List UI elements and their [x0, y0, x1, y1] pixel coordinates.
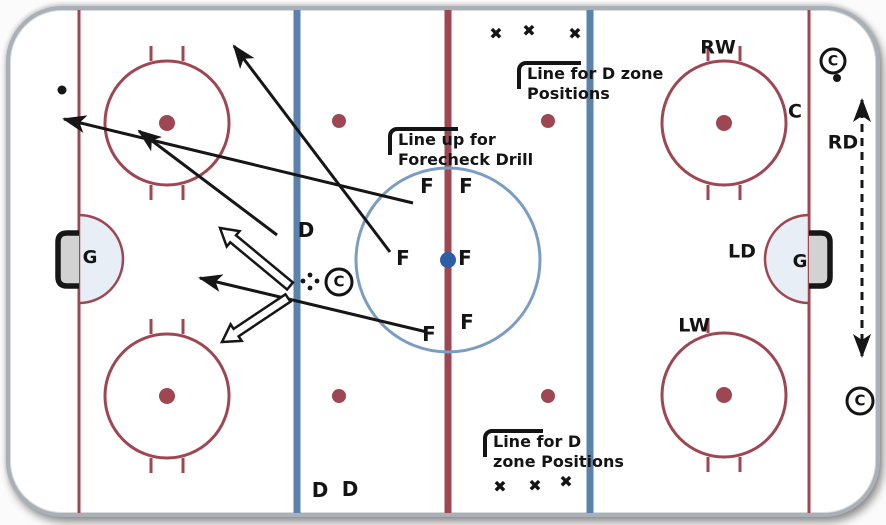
annotation-line: Line for D zone	[527, 64, 664, 83]
red-markings	[77, 10, 811, 513]
x-player-mark: ✖	[489, 24, 503, 43]
annotation-line: Forecheck Drill	[398, 150, 534, 169]
faceoff-circle-top-left	[103, 59, 231, 187]
blue-lines	[293, 10, 594, 513]
breakout-arrows	[218, 226, 295, 344]
annotation-line: zone Positions	[493, 452, 624, 471]
x-player-mark: ✖	[522, 21, 536, 40]
forward-label: F	[460, 310, 474, 334]
puck-dot-left	[57, 85, 67, 95]
annotation-bracket	[388, 127, 458, 155]
goal-crease-left	[77, 213, 125, 305]
forward-label: F	[458, 246, 472, 270]
faceoff-circle-bottom-right	[660, 331, 788, 459]
annotation-forecheck-lineup: Line up for Forecheck Drill	[388, 127, 534, 170]
hollow-arrow-up-left	[218, 226, 295, 292]
goalie-label: G	[792, 251, 808, 272]
coach-circled-c: C	[819, 47, 847, 75]
x-player-mark: ✖	[528, 476, 542, 495]
x-player-mark: ✖	[493, 477, 507, 496]
coach-circled-c: C	[324, 267, 354, 297]
puck-dots	[57, 74, 841, 291]
arrow-d-pinch	[137, 129, 278, 237]
annotation-line: Line for D	[493, 432, 582, 451]
forward-label: F	[422, 322, 436, 346]
goal-right	[809, 230, 833, 289]
defense-label: D	[311, 478, 329, 502]
annotation-dzone-top: Line for D zone Positions	[517, 61, 664, 104]
arrow-f-deep-corner	[62, 115, 414, 205]
coach-circled-c: C	[845, 386, 875, 416]
right-wing-label: RW	[700, 36, 736, 59]
defense-label: D	[297, 218, 315, 242]
faceoff-circle-bottom-left	[103, 332, 231, 460]
arrow-f-low	[198, 274, 428, 334]
goalie-label: G	[82, 247, 98, 268]
x-player-mark: ✖	[559, 472, 573, 491]
annotation-line: Line up for	[398, 130, 496, 149]
hollow-arrow-down-left	[219, 292, 293, 344]
faceoff-circle-top-right	[660, 59, 788, 187]
ink-layer	[55, 44, 871, 358]
annotation-line: Positions	[527, 84, 610, 103]
center-label: C	[788, 100, 802, 123]
x-player-mark: ✖	[568, 24, 582, 43]
arrow-f-left-wide	[232, 44, 392, 253]
puck-scatter-dots	[300, 272, 320, 291]
defense-label: D	[341, 477, 359, 501]
center-ice-circle	[354, 166, 542, 354]
puck-dot-top-right	[833, 74, 841, 82]
forward-label: F	[459, 174, 473, 198]
center-ice-dot	[440, 252, 456, 268]
hash-marks	[149, 46, 742, 473]
goal-crease-right	[763, 213, 811, 305]
forward-label: F	[420, 174, 434, 198]
annotation-bracket	[483, 429, 543, 457]
left-defense-label: LD	[728, 240, 756, 263]
right-defense-label: RD	[827, 131, 859, 154]
left-wing-label: LW	[678, 314, 710, 337]
skating-arrows	[62, 44, 428, 334]
annotation-dzone-bottom: Line for D zone Positions	[483, 429, 624, 472]
annotation-bracket	[517, 61, 581, 89]
goal-left	[55, 230, 79, 289]
forward-label: F	[396, 246, 410, 270]
faceoff-dots	[159, 114, 732, 404]
